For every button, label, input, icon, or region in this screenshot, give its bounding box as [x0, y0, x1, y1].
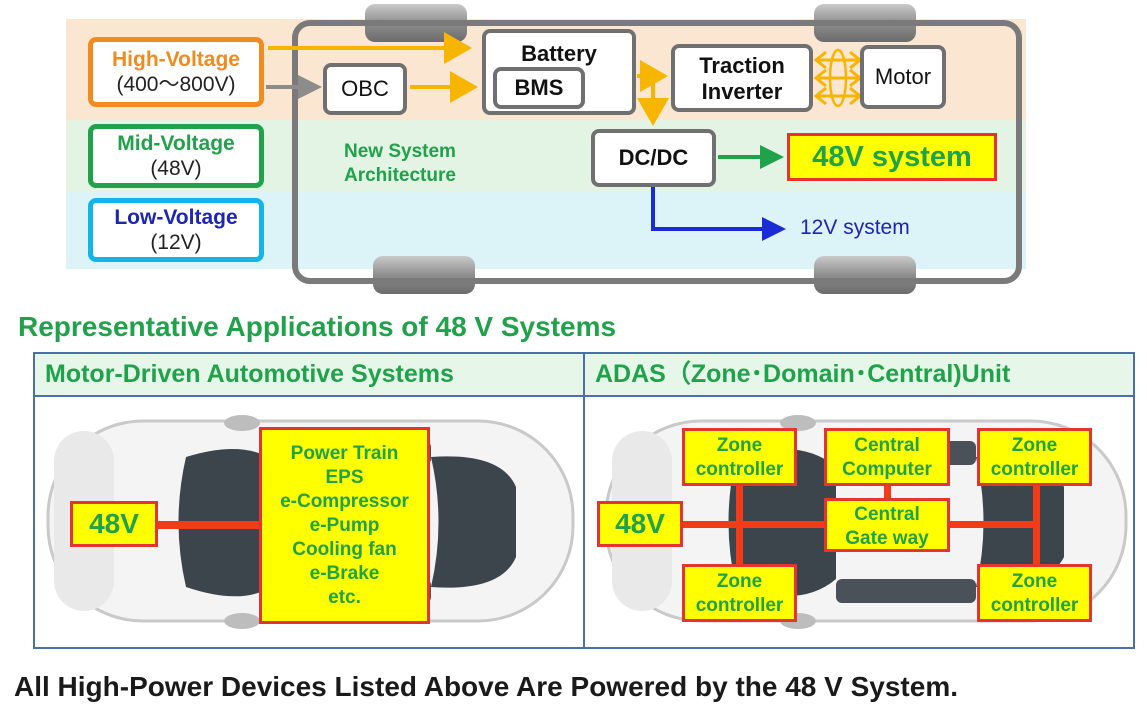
high-voltage-label: High-Voltage (400〜800V) [88, 37, 264, 107]
zone-controller-top-left: Zone controller [682, 428, 797, 486]
central-gateway: Central Gate way [824, 498, 950, 552]
inverter-motor-3phase-arrows [813, 48, 863, 108]
motor-label: Motor [874, 64, 932, 89]
device-power-train: Power Train [290, 443, 399, 464]
zone-controller-line1: Zone [716, 571, 763, 592]
motor-devices-list: Power Train EPS e-Compressor e-Pump Cool… [259, 427, 430, 624]
adas-48v-to-gateway-line [680, 521, 828, 528]
left-zones-vertical-line [736, 486, 743, 566]
obc-label: OBC [341, 76, 389, 101]
zone-controller-bottom-left: Zone controller [682, 564, 797, 622]
mid-voltage-label: Mid-Voltage (48V) [88, 124, 264, 188]
bms-block: BMS [493, 67, 585, 109]
mid-voltage-title: Mid-Voltage [117, 132, 235, 155]
wheel-rear-left [373, 256, 475, 294]
central-gateway-line1: Central [854, 504, 920, 525]
high-voltage-range: (400〜800V) [116, 73, 236, 96]
wheel-rear-right [814, 256, 916, 294]
connection-arrows [266, 32, 863, 241]
footer-statement: All High-Power Devices Listed Above Are … [14, 671, 959, 702]
zone-controller-line1: Zone [716, 435, 763, 456]
motor-48v-bus-line [155, 521, 263, 529]
device-cooling-fan: Cooling fan [292, 539, 397, 560]
device-etc: etc. [328, 587, 361, 608]
zone-controller-line2: controller [695, 459, 784, 480]
zone-controller-line2: controller [990, 595, 1079, 616]
central-computer: Central Computer [824, 428, 950, 486]
vehicle-outline [292, 20, 1022, 284]
12v-system-label: 12V system [800, 216, 910, 239]
adas-header: ADAS（Zone･Domain･Central)Unit [585, 354, 1133, 397]
new-system-line1: New System [344, 141, 456, 162]
new-system-line2: Architecture [344, 165, 456, 186]
low-voltage-label: Low-Voltage (12V) [88, 198, 264, 262]
48v-system-label: 48V system [787, 133, 997, 181]
new-system-architecture-label: New System Architecture [344, 140, 456, 188]
central-computer-line1: Central [854, 435, 920, 456]
motor-driven-header: Motor-Driven Automotive Systems [35, 354, 583, 397]
motor-block: Motor [860, 45, 946, 109]
applications-title: Representative Applications of 48 V Syst… [18, 311, 617, 342]
traction-inverter-line1: Traction [699, 53, 785, 78]
battery-label: Battery [521, 41, 597, 66]
zone-controller-bottom-right: Zone controller [977, 564, 1092, 622]
zone-controller-line2: controller [990, 459, 1079, 480]
low-voltage-title: Low-Voltage [114, 206, 238, 229]
bms-label: BMS [514, 75, 564, 100]
high-voltage-title: High-Voltage [112, 48, 240, 71]
device-e-brake: e-Brake [309, 563, 380, 584]
traction-inverter-block: Traction Inverter [671, 44, 813, 112]
zone-controller-top-right: Zone controller [977, 428, 1092, 486]
dcdc-label: DC/DC [618, 145, 689, 170]
device-e-compressor: e-Compressor [280, 491, 409, 512]
dcdc-to-12v-arrow [651, 186, 786, 241]
right-zones-vertical-line [1033, 486, 1040, 566]
mid-voltage-range: (48V) [150, 157, 202, 180]
obc-block: OBC [323, 63, 407, 115]
low-voltage-range: (12V) [150, 231, 202, 254]
central-computer-line2: Computer [842, 459, 932, 480]
central-gateway-line2: Gate way [845, 528, 929, 549]
zone-controller-line1: Zone [1011, 435, 1058, 456]
device-eps: EPS [325, 467, 364, 488]
device-e-pump: e-Pump [309, 515, 380, 536]
traction-inverter-line2: Inverter [701, 79, 783, 104]
gateway-to-right-zones-line [950, 521, 1040, 528]
motor-48v-source: 48V [70, 501, 158, 547]
zone-controller-line1: Zone [1011, 571, 1058, 592]
computer-to-gateway-line [884, 486, 891, 498]
zone-controller-line2: controller [695, 595, 784, 616]
dcdc-block: DC/DC [591, 129, 716, 187]
adas-48v-source: 48V [597, 501, 683, 547]
